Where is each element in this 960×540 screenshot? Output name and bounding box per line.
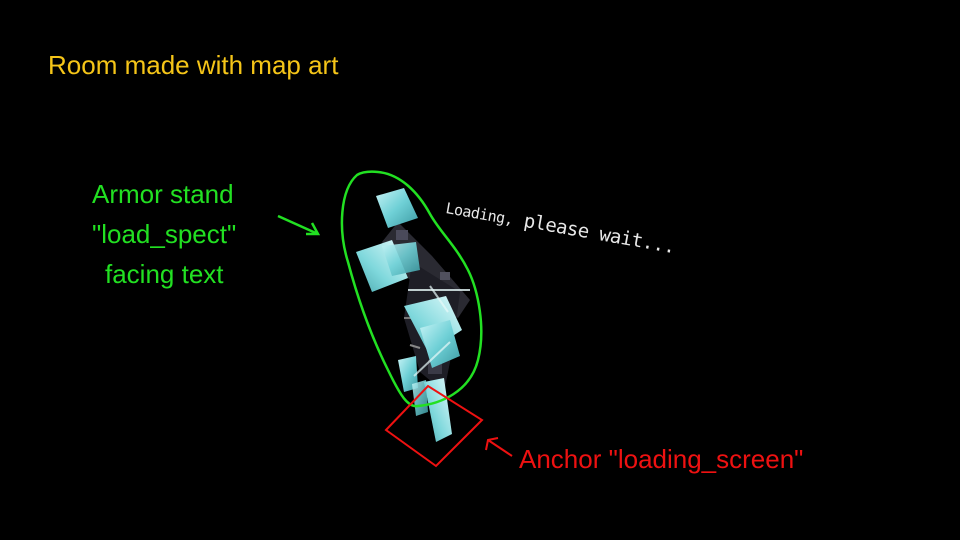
armor-stand-label-line1: Armor stand xyxy=(92,179,234,209)
block-leg-right xyxy=(424,378,452,442)
armor-stand-label: Armor stand "load_spect" facing text xyxy=(92,174,236,294)
block-middle-2 xyxy=(420,320,460,368)
anchor-arrow xyxy=(485,437,513,457)
block-leg-mid xyxy=(412,380,428,416)
page-title: Room made with map art xyxy=(48,50,339,80)
armor-stand-outline xyxy=(340,170,483,408)
block-upper-2 xyxy=(382,242,420,276)
block-leg-left xyxy=(398,356,418,392)
map-art-blocks xyxy=(356,188,470,442)
armor-stand-label-line3: facing text xyxy=(105,259,224,289)
block-head xyxy=(376,188,418,228)
armor-stand-label-line2: "load_spect" xyxy=(92,219,237,249)
anchor-marker-box xyxy=(384,384,484,468)
armor-stand-arrow xyxy=(277,214,321,236)
anchor-label: Anchor "loading_screen" xyxy=(519,444,804,474)
